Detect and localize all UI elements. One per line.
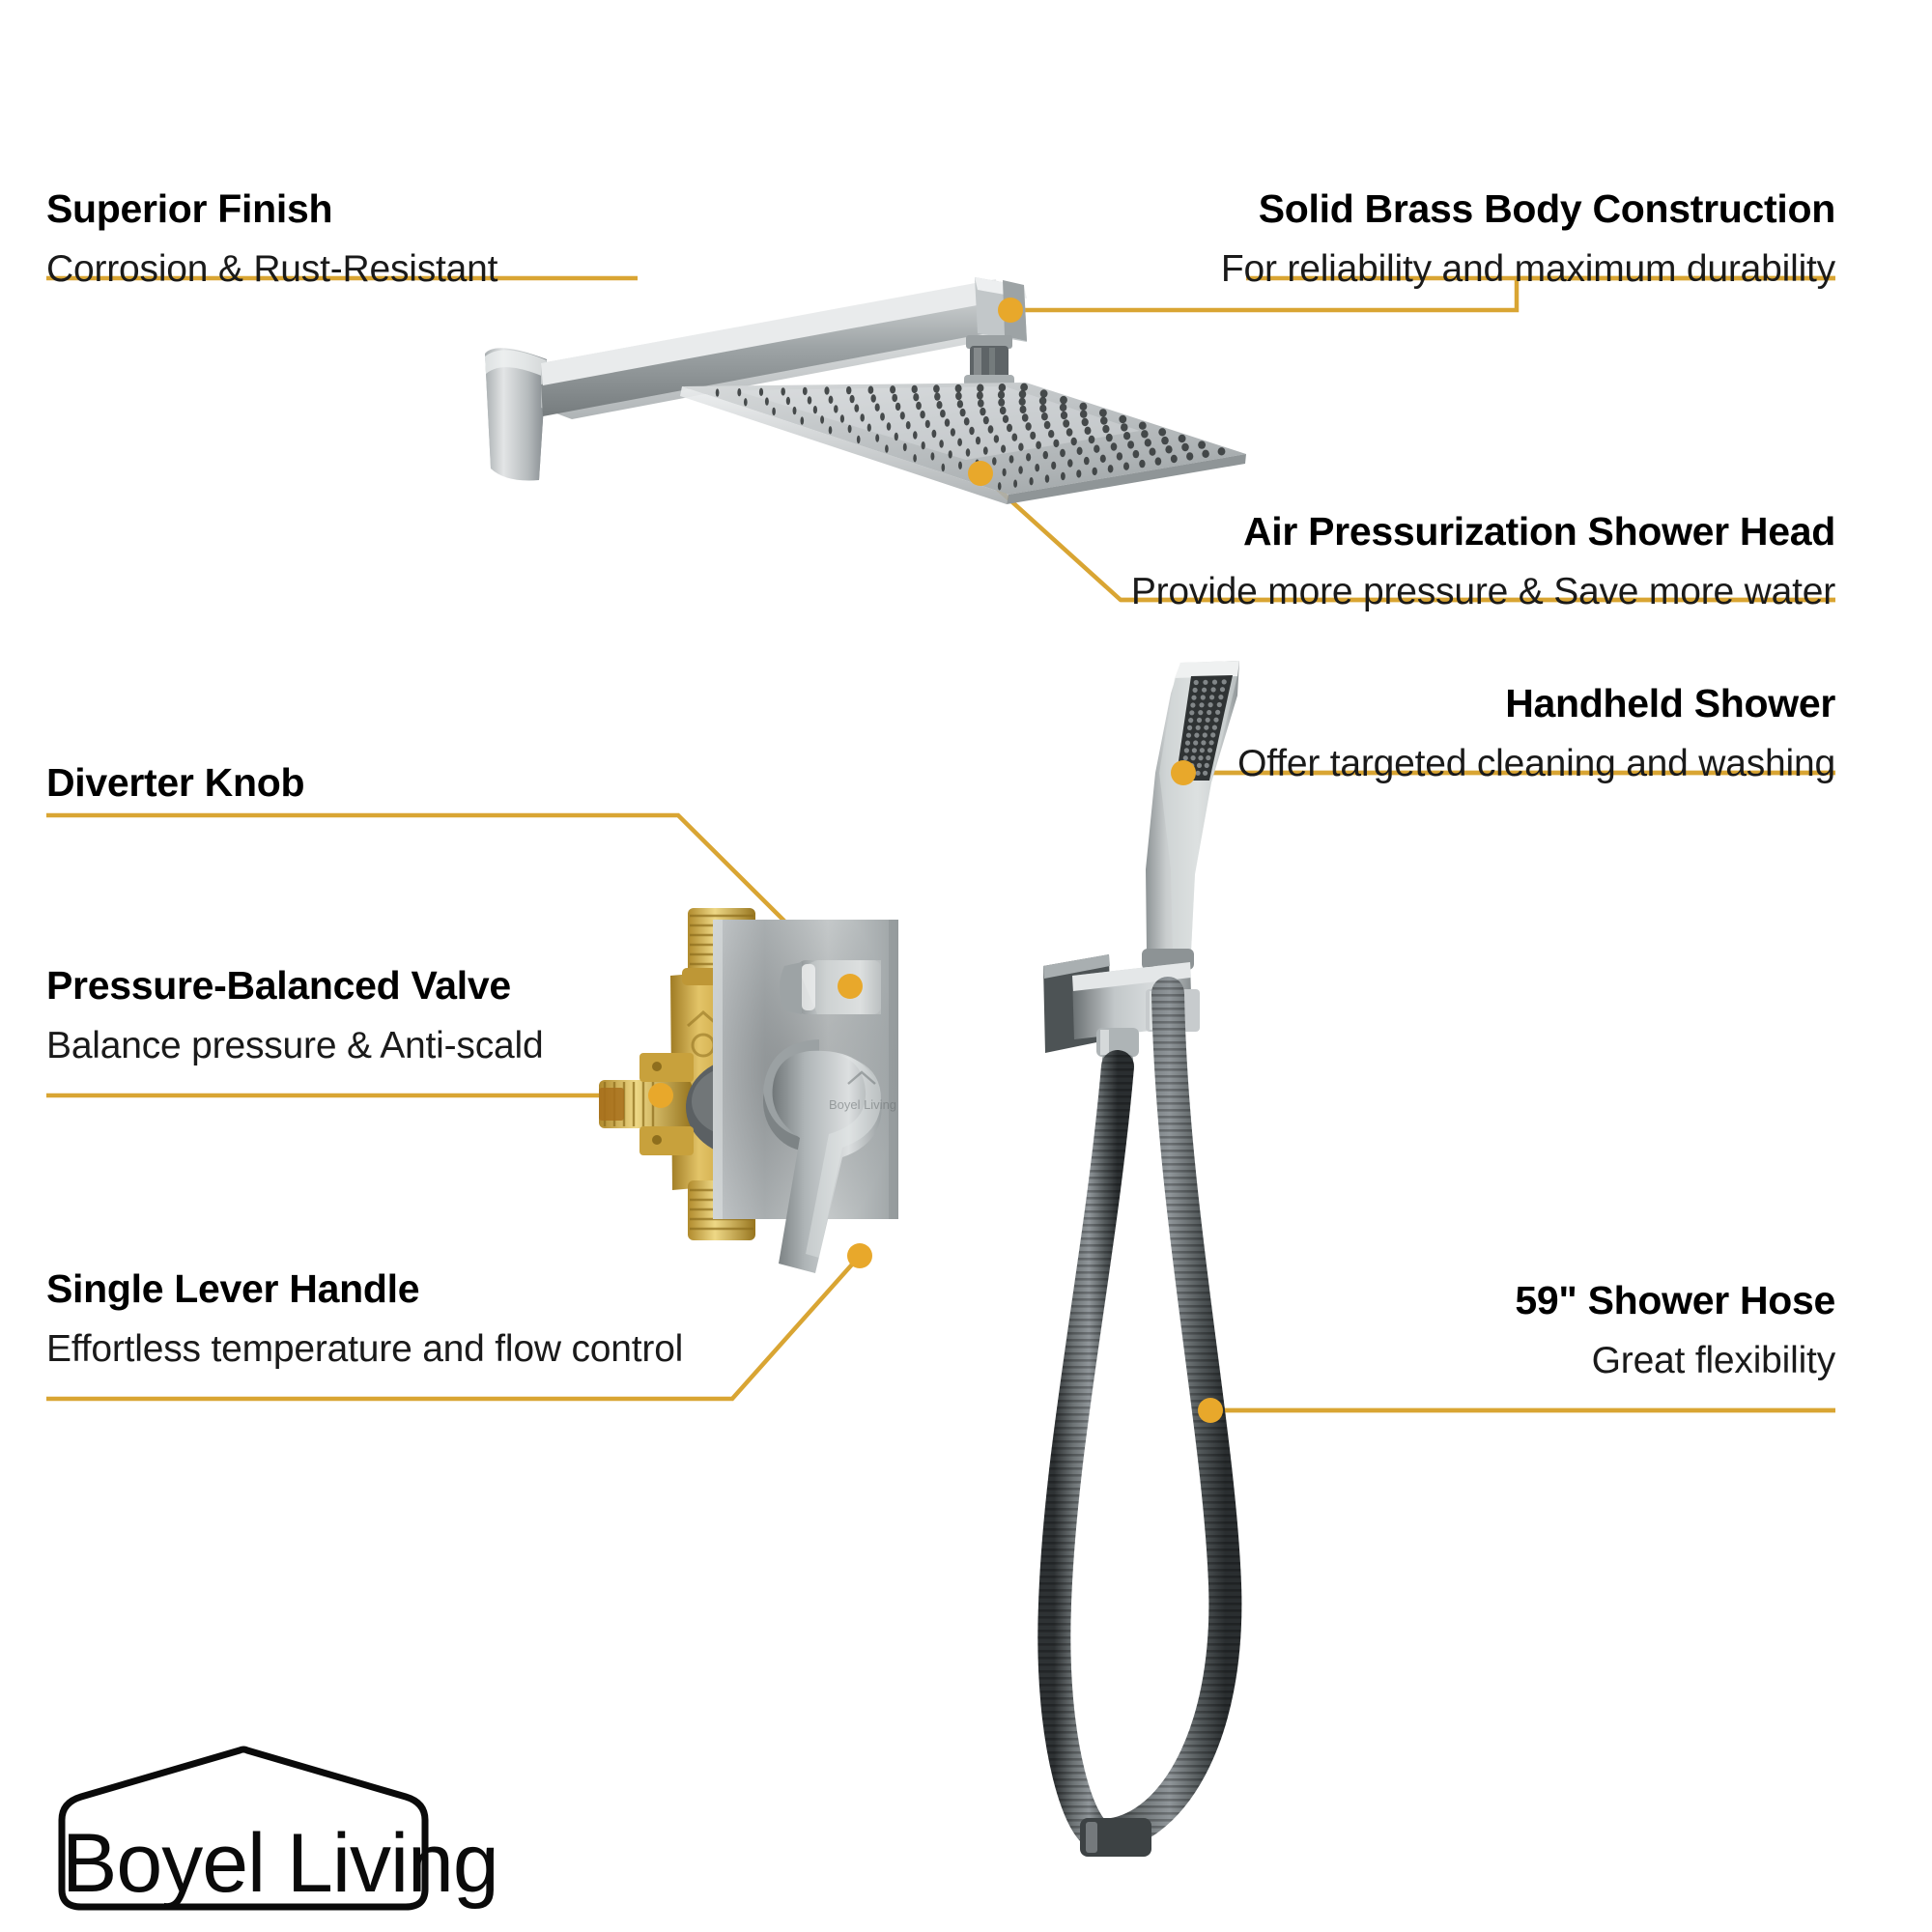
callout-dot-handheld [1171,760,1196,785]
valve-cartridge [686,1057,806,1157]
connector-diverter [46,812,852,988]
valve-outlet-top [682,908,761,985]
callout-title: Single Lever Handle [46,1266,420,1311]
callout-subtitle: Balance pressure & Anti-scald [46,1025,544,1066]
callout-handheld-shower: Handheld Shower Offer targeted cleaning … [1237,681,1835,784]
valve-outlet-bottom [688,1180,755,1240]
callout-dot-hose [1198,1398,1223,1423]
callout-shower-hose: 59" Shower Hose Great flexibility [1515,1278,1836,1381]
wall-supply-bracket [1043,954,1200,1070]
svg-text:Boyel Living: Boyel Living [829,1097,896,1112]
callout-dot-solid-brass [998,298,1023,323]
rain-shower-head [680,383,1246,504]
callout-title: Solid Brass Body Construction [1258,186,1836,231]
wand-body [1146,661,1239,952]
valve-port-left [599,1080,692,1128]
shower-arm-assembly [485,277,1027,481]
bracket-socket [1146,989,1200,1032]
shower-head-plate-edge [680,386,1009,504]
brand-logo-text: Boyel Living [62,1817,499,1910]
escutcheon-assembly: Boyel Living [713,920,898,1273]
callout-pressure-balanced-valve: Pressure-Balanced Valve Balance pressure… [46,963,544,1066]
callout-dot-pressure-valve [648,1083,673,1108]
shower-head-swivel [964,335,1014,386]
callout-subtitle: Offer targeted cleaning and washing [1237,743,1835,784]
callout-subtitle: For reliability and maximum durability [1220,248,1835,290]
callout-title: 59" Shower Hose [1515,1278,1835,1322]
wand-collar [1142,949,1194,970]
callout-diverter-knob: Diverter Knob [46,760,305,805]
callout-title: Superior Finish [46,186,333,231]
escutcheon-plate [713,920,898,1219]
diverter-knob [780,960,881,1014]
brand-logo-mark [58,1746,429,1911]
wall-flange-top [485,348,547,481]
connector-lines [46,275,1835,1413]
callout-underlines [46,275,1835,1413]
handheld-shower-wand [1142,661,1239,993]
callout-dot-diverter [838,974,863,999]
callout-solid-brass-body: Solid Brass Body Construction For reliab… [1220,186,1836,290]
callout-air-pressurization: Air Pressurization Shower Head Provide m… [1131,512,1835,611]
callout-dot-air-pressurization [968,461,993,486]
wall-flange [485,354,547,480]
lever-handle: Boyel Living [763,1039,896,1273]
callout-title: Pressure-Balanced Valve [46,963,511,1008]
shower-arm-top [541,280,1026,419]
brand-logo: Boyel Living [50,1745,499,1918]
wand-face-holes [1180,679,1227,776]
shower-head-nozzles [715,383,1226,491]
callout-title: Handheld Shower [1505,681,1835,725]
callout-subtitle: Effortless temperature and flow control [46,1328,684,1370]
arm-end-block [975,277,1027,342]
hose-strand-right [1085,977,1242,1852]
callout-title: Diverter Knob [46,760,305,805]
valve-ear-top [639,1053,694,1082]
callout-subtitle: Provide more pressure & Save more water [1130,571,1835,612]
wand-face-plate [1176,675,1233,781]
lever-handle-body [772,1050,882,1273]
hose-connector-nut [1096,1028,1139,1070]
callout-subtitle: Great flexibility [1591,1340,1836,1381]
callout-subtitle: Corrosion & Rust-Resistant [46,248,498,290]
callout-dot-lever [847,1243,872,1268]
bracket-wall-plate [1043,954,1111,1053]
callout-superior-finish: Superior Finish Corrosion & Rust-Resista… [46,186,498,290]
callout-single-lever-handle: Single Lever Handle Effortless temperatu… [46,1266,684,1370]
pressure-balance-valve-body [599,908,808,1240]
hose-strand-left [1037,1050,1134,1852]
hose-end-nut [1080,1818,1151,1857]
shower-head-plate [682,383,1246,495]
bracket-arm [1072,962,1192,1039]
callout-title: Air Pressurization Shower Head [1242,509,1835,554]
valve-ear-bottom [639,1126,694,1155]
metal-shower-hose [1037,977,1242,1857]
